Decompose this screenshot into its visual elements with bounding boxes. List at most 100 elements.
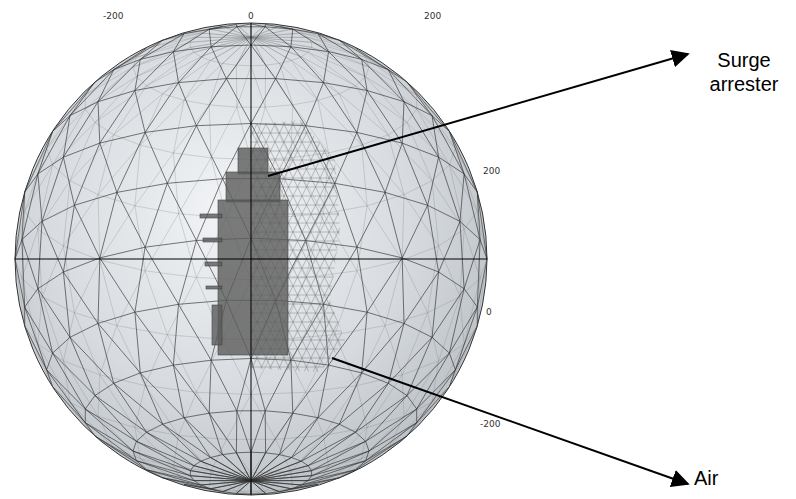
mesh-cell bbox=[329, 124, 338, 133]
mesh-cell bbox=[320, 232, 329, 241]
mesh-edge bbox=[402, 258, 438, 272]
mesh-cell bbox=[352, 241, 361, 250]
mesh-edge bbox=[85, 423, 136, 461]
mesh-edge bbox=[251, 24, 265, 27]
mesh-edge bbox=[416, 95, 417, 109]
mesh-edge bbox=[308, 52, 366, 76]
mesh-edge bbox=[194, 481, 201, 485]
mesh-cell bbox=[311, 178, 320, 187]
mesh-edge bbox=[63, 157, 74, 205]
mesh-edge bbox=[291, 360, 293, 413]
mesh-edge bbox=[114, 86, 147, 135]
mesh-cell bbox=[307, 241, 316, 250]
mesh-edge bbox=[147, 424, 163, 432]
mesh-edge bbox=[251, 481, 292, 489]
mesh-edge bbox=[306, 386, 357, 393]
axis-line bbox=[251, 23, 252, 495]
mesh-cell bbox=[307, 349, 316, 358]
mesh-edge bbox=[339, 373, 361, 424]
mesh-cell bbox=[356, 322, 365, 331]
mesh-edge bbox=[38, 221, 42, 288]
mesh-edge bbox=[15, 192, 25, 259]
mesh-edge bbox=[292, 418, 319, 458]
mesh-cell bbox=[262, 367, 271, 376]
mesh-edge bbox=[135, 247, 145, 312]
mesh-cell bbox=[293, 214, 302, 223]
mesh-cell bbox=[320, 124, 329, 133]
mesh-edge bbox=[404, 323, 432, 337]
mesh-edge bbox=[85, 423, 95, 436]
mesh-cell bbox=[325, 313, 334, 322]
mesh-edge bbox=[38, 344, 70, 402]
mesh-edge bbox=[318, 418, 339, 425]
mesh-edge bbox=[70, 323, 98, 337]
mesh-edge bbox=[265, 489, 293, 491]
mesh-cell bbox=[293, 196, 302, 205]
mesh-edge bbox=[265, 411, 293, 413]
mesh-edge bbox=[480, 240, 487, 259]
mesh-cell bbox=[257, 124, 266, 133]
mesh-edge bbox=[357, 260, 402, 271]
mesh-edge bbox=[136, 432, 146, 441]
mesh-edge bbox=[179, 214, 227, 218]
mesh-cell bbox=[343, 259, 352, 268]
mesh-cell bbox=[307, 151, 316, 160]
mesh-cell bbox=[343, 295, 352, 304]
mesh-edge bbox=[211, 455, 223, 458]
mesh-cell bbox=[338, 196, 347, 205]
mesh-edge bbox=[251, 29, 292, 37]
mesh-cell bbox=[352, 277, 361, 286]
mesh-cell bbox=[329, 340, 338, 349]
mesh-edge bbox=[70, 337, 95, 395]
mesh-cell bbox=[275, 160, 284, 169]
mesh-edge bbox=[140, 52, 173, 60]
mesh-edge bbox=[308, 461, 366, 481]
mesh-cell bbox=[298, 313, 307, 322]
mesh-edge bbox=[237, 24, 251, 27]
mesh-cell bbox=[338, 178, 347, 187]
mesh-cell bbox=[289, 349, 298, 358]
mesh-cell bbox=[271, 115, 280, 124]
mesh-cell bbox=[329, 196, 338, 205]
mesh-edge bbox=[388, 323, 404, 383]
mesh-edge bbox=[223, 481, 251, 492]
mesh-edge bbox=[184, 29, 211, 34]
mesh-edge bbox=[265, 65, 266, 107]
mesh-edge bbox=[25, 326, 47, 370]
mesh-cell bbox=[307, 295, 316, 304]
mesh-edge bbox=[324, 247, 357, 304]
mesh-edge bbox=[324, 304, 368, 312]
mesh-edge bbox=[114, 135, 141, 145]
mesh-edge bbox=[449, 131, 464, 174]
mesh-cell bbox=[316, 169, 325, 178]
mesh-edge bbox=[329, 145, 362, 153]
mesh-cell bbox=[320, 196, 329, 205]
mesh-edge bbox=[402, 143, 438, 157]
mesh-cell bbox=[298, 151, 307, 160]
mesh-edge bbox=[100, 132, 145, 143]
mesh-cell bbox=[320, 340, 329, 349]
mesh-edge bbox=[74, 313, 117, 326]
mesh-edge bbox=[428, 157, 439, 205]
mesh-edge bbox=[145, 247, 178, 304]
mesh-cell bbox=[307, 331, 316, 340]
mesh-cell bbox=[352, 349, 361, 358]
mesh-edge bbox=[179, 435, 227, 439]
mesh-edge bbox=[25, 307, 53, 353]
mesh-cell bbox=[284, 142, 293, 151]
mesh-edge bbox=[201, 481, 251, 485]
mesh-cell bbox=[302, 340, 311, 349]
mesh-edge bbox=[306, 392, 324, 435]
mesh-edge bbox=[179, 158, 212, 214]
mesh-cell bbox=[271, 133, 280, 142]
mesh-cell bbox=[257, 376, 266, 385]
mesh-edge bbox=[439, 297, 460, 361]
mesh-cell bbox=[298, 295, 307, 304]
mesh-edge bbox=[236, 493, 251, 495]
mesh-edge bbox=[324, 214, 357, 271]
mesh-edge bbox=[179, 241, 197, 305]
mesh-edge bbox=[95, 396, 136, 442]
mesh-edge bbox=[385, 192, 402, 258]
mesh-cell bbox=[325, 187, 334, 196]
mesh-cell bbox=[343, 115, 352, 124]
